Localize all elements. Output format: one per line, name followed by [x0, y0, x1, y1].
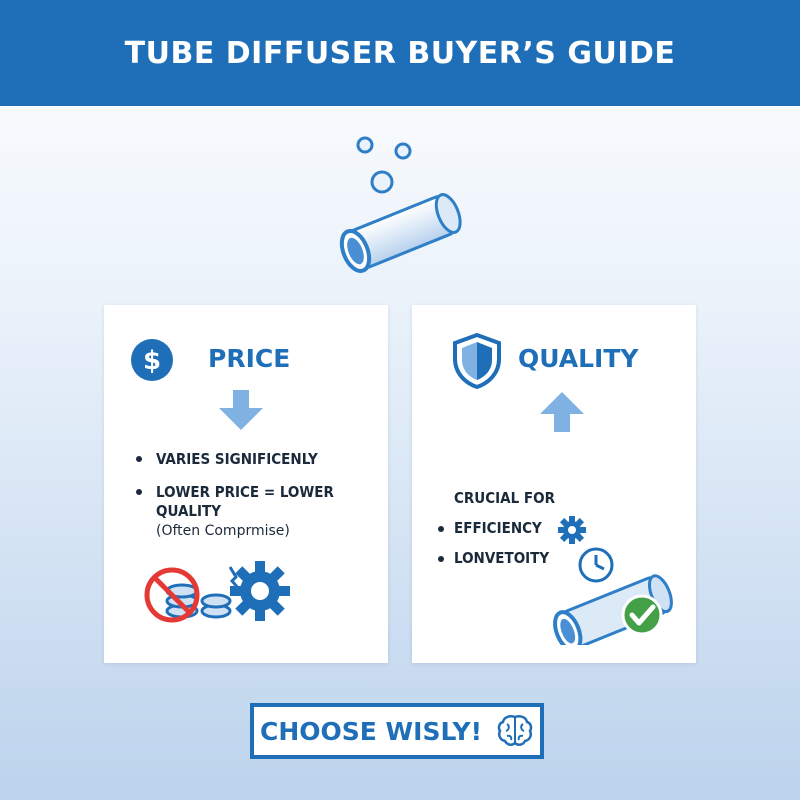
price-title: PRICE: [208, 344, 291, 373]
quality-intro: CRUCIAL FOR: [454, 489, 555, 507]
price-note: (Often Comprmise): [156, 523, 290, 539]
quality-bullet-1: EFFICIENCY: [454, 519, 542, 537]
dollar-icon: $: [131, 339, 173, 381]
quality-bullet-2: LONVETOITY: [454, 549, 550, 567]
bullet-dot: [136, 489, 142, 495]
arrow-down-icon: [219, 390, 263, 430]
cta-label: CHOOSE WISLY!: [260, 716, 482, 746]
quality-card: QUALITY CRUCIAL FOR EFFICIENCY LONVETOIT…: [412, 305, 696, 663]
price-bullet-2-cont: QUALITY: [156, 502, 222, 520]
prohibited-icon: [144, 567, 200, 623]
gear-icon: [230, 561, 290, 621]
bullet-dot: [438, 556, 444, 562]
bullet-dot: [438, 526, 444, 532]
page-title: TUBE DIFFUSER BUYER’S GUIDE: [124, 35, 676, 71]
durable-tube-illustration: [553, 547, 673, 645]
price-card: $ PRICE VARIES SIGNIFICENLY LOWER PRICE …: [104, 305, 388, 663]
bubble-icon: [356, 136, 412, 194]
quality-title: QUALITY: [518, 344, 639, 373]
price-bullet-1: VARIES SIGNIFICENLY: [156, 450, 318, 468]
choose-wisely-button[interactable]: CHOOSE WISLY!: [250, 703, 544, 759]
arrow-up-icon: [540, 392, 584, 432]
shield-icon: [453, 333, 501, 389]
tube-diffuser-illustration: [339, 136, 462, 273]
svg-text:$: $: [143, 346, 161, 376]
check-icon: [621, 594, 663, 636]
no-money-gear-illustration: [144, 561, 290, 623]
crack-icon: [228, 566, 241, 590]
price-bullet-2: LOWER PRICE = LOWER: [156, 483, 334, 501]
gear-icon: [558, 516, 586, 544]
header-banner: TUBE DIFFUSER BUYER’S GUIDE: [0, 0, 800, 106]
bullet-dot: [136, 456, 142, 462]
brain-icon: [497, 714, 533, 746]
clock-icon: [578, 547, 614, 583]
